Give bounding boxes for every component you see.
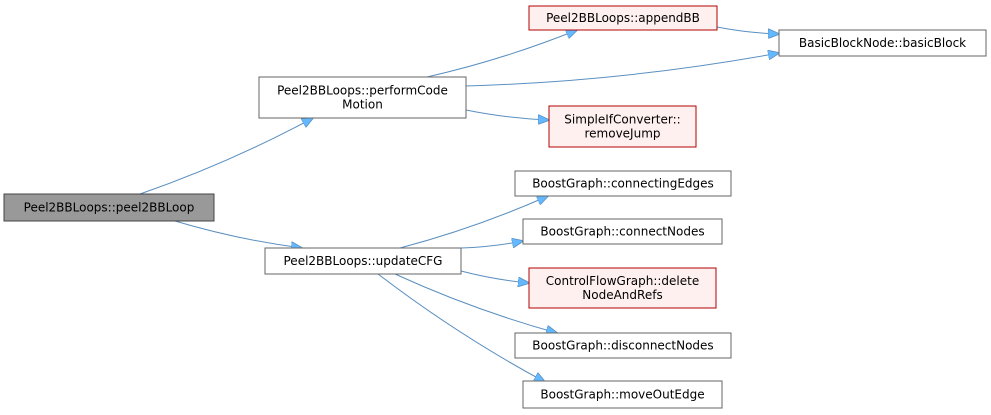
edge-performCodeMotion-to-basicBlock: [465, 53, 779, 87]
edge-performCodeMotion-to-appendBB: [426, 30, 577, 78]
node-box: [258, 76, 467, 119]
node-appendBB[interactable]: Peel2BBLoops::appendBB: [528, 5, 718, 31]
node-label: Peel2BBLoops::updateCFG: [284, 254, 443, 268]
node-connectNodes[interactable]: BoostGraph::connectNodes: [522, 218, 723, 245]
node-peel2BBLoop[interactable]: Peel2BBLoops::peel2BBLoop: [3, 193, 215, 222]
node-label: Motion: [342, 98, 383, 112]
edge-updateCFG-to-disconnectNodes: [394, 273, 557, 333]
node-label: NodeAndRefs: [582, 288, 662, 302]
node-box: [522, 218, 723, 245]
edge-peel2BBLoop-to-performCodeMotion: [139, 118, 313, 195]
node-box: [528, 267, 717, 309]
edge-performCodeMotion-to-removeJump: [465, 109, 549, 120]
node-updateCFG[interactable]: Peel2BBLoops::updateCFG: [264, 247, 462, 275]
node-basicBlock[interactable]: BasicBlockNode::basicBlock: [778, 29, 987, 57]
nodes-layer: Peel2BBLoops::peel2BBLoop Peel2BBLoops::p…: [3, 5, 987, 409]
node-label: SimpleIfConverter::: [564, 113, 680, 127]
node-label: ControlFlowGraph::delete: [546, 274, 699, 288]
node-label: BoostGraph::connectingEdges: [532, 177, 714, 191]
node-label: Peel2BBLoops::performCode: [277, 84, 448, 98]
node-box: [522, 380, 723, 409]
node-box: [514, 170, 732, 197]
node-disconnectNodes[interactable]: BoostGraph::disconnectNodes: [514, 332, 732, 359]
node-removeJump[interactable]: SimpleIfConverter::removeJump: [548, 105, 697, 148]
node-label: BoostGraph::connectNodes: [540, 225, 704, 239]
node-connectingEdges[interactable]: BoostGraph::connectingEdges: [514, 170, 732, 197]
node-label: Peel2BBLoops::appendBB: [546, 11, 700, 25]
edge-updateCFG-to-moveOutEdge: [377, 273, 545, 382]
node-label: Peel2BBLoops::peel2BBLoop: [24, 201, 195, 215]
node-box: [778, 29, 987, 57]
edge-updateCFG-to-deleteNodeAndRefs: [460, 270, 529, 283]
node-label: BasicBlockNode::basicBlock: [799, 36, 966, 50]
node-box: [548, 105, 697, 148]
node-moveOutEdge[interactable]: BoostGraph::moveOutEdge: [522, 380, 723, 409]
node-box: [264, 247, 462, 275]
edge-updateCFG-to-connectNodes: [460, 241, 523, 249]
node-label: removeJump: [584, 127, 660, 141]
edges-layer: [139, 26, 779, 382]
edge-appendBB-to-basicBlock: [716, 26, 779, 34]
node-box: [3, 193, 215, 222]
node-box: [514, 332, 732, 359]
edge-peel2BBLoop-to-updateCFG: [174, 220, 302, 248]
node-label: BoostGraph::disconnectNodes: [532, 339, 713, 353]
node-label: BoostGraph::moveOutEdge: [540, 388, 704, 402]
edge-updateCFG-to-connectingEdges: [399, 196, 548, 249]
node-box: [528, 5, 718, 31]
